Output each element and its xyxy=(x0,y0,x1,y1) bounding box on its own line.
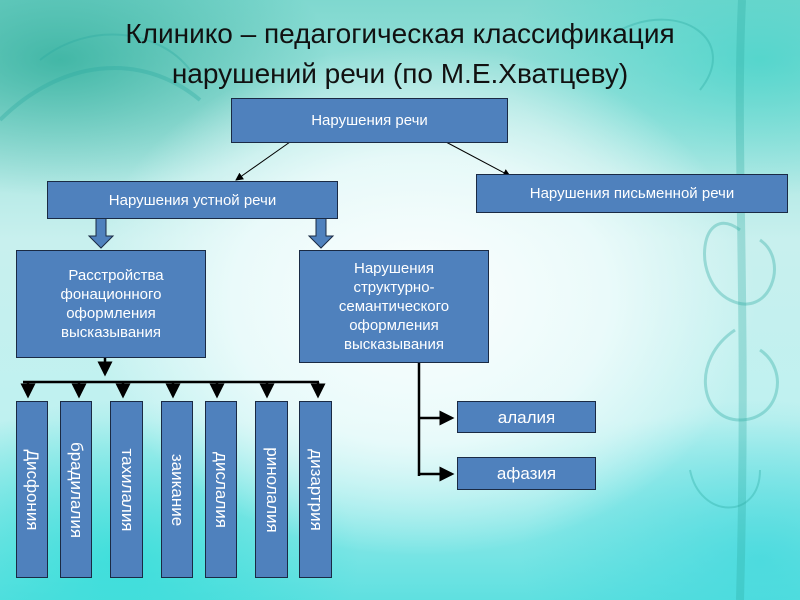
node-dysarthria: дизартрия xyxy=(299,401,332,578)
node-structural-semantic-disorders: Нарушения структурно- семантического офо… xyxy=(299,250,489,363)
node-label: тахилалия xyxy=(117,447,137,532)
node-phonation-disorders: Расстройства фонационного оформления выс… xyxy=(16,250,206,358)
node-label: Дисфония xyxy=(23,448,42,531)
node-label: афазия xyxy=(496,464,557,483)
node-dyslalia: дислалия xyxy=(205,401,237,578)
block-arrow-oral-to-phonation xyxy=(87,217,115,249)
node-label: ринолалия xyxy=(262,446,282,533)
node-label: Нарушения речи xyxy=(311,112,428,129)
arrow-root-to-written xyxy=(445,141,511,177)
node-label: Нарушения устной речи xyxy=(108,191,277,209)
node-label: Нарушения письменной речи xyxy=(529,185,735,202)
node-label-line: семантического xyxy=(338,298,450,315)
node-label-line: оформления xyxy=(349,317,439,334)
node-speech-disorders: Нарушения речи xyxy=(231,98,508,143)
node-label-line: фонационного xyxy=(60,286,162,303)
node-label-line: высказывания xyxy=(61,324,161,341)
node-alalia: алалия xyxy=(457,401,596,433)
node-stuttering: заикание xyxy=(161,401,193,578)
node-rhinolalia: ринолалия xyxy=(255,401,288,578)
node-label: дизартрия xyxy=(306,448,326,531)
node-aphasia: афазия xyxy=(457,457,596,490)
title-line-1: Клинико – педагогическая классификация xyxy=(125,18,675,49)
node-label-line: высказывания xyxy=(344,336,444,353)
node-written-speech-disorders: Нарушения письменной речи xyxy=(476,174,788,213)
arrow-root-to-oral xyxy=(235,141,291,181)
title-line-2: нарушений речи (по М.Е.Хватцеву) xyxy=(171,58,629,89)
node-label-line: Расстройства xyxy=(68,267,164,284)
node-label: брадилалия xyxy=(67,441,86,538)
node-label-line: Нарушения xyxy=(353,260,434,277)
node-label: дислалия xyxy=(212,451,231,528)
node-label: заикание xyxy=(168,453,187,526)
node-dysphonia: Дисфония xyxy=(16,401,48,578)
node-label: алалия xyxy=(497,407,556,427)
block-arrow-oral-to-structural xyxy=(307,217,335,249)
node-label-line: оформления xyxy=(66,305,156,322)
node-oral-speech-disorders: Нарушения устной речи xyxy=(47,181,338,219)
slide-title: Клинико – педагогическая классификация н… xyxy=(0,14,800,94)
node-label-line: структурно- xyxy=(353,279,435,296)
node-tachylalia: тахилалия xyxy=(110,401,143,578)
node-bradylalia: брадилалия xyxy=(60,401,92,578)
